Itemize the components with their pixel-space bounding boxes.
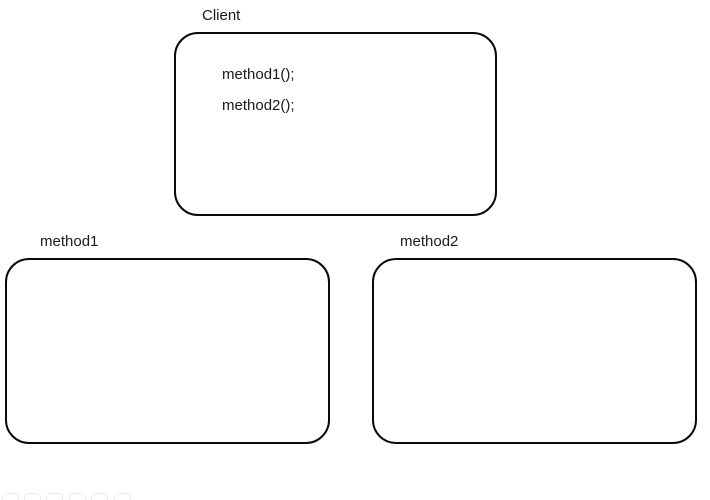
faint-shape-3: [46, 493, 63, 500]
faint-shape-6: [114, 493, 131, 500]
method1-label: method1: [40, 233, 99, 250]
client-box[interactable]: method1(); method2();: [174, 32, 497, 216]
code-line-method1-call: method1();: [222, 66, 295, 83]
bottom-faint-shape-strip: [0, 491, 710, 500]
client-label: Client: [202, 7, 241, 24]
faint-shape-5: [91, 493, 108, 500]
method2-label: method2: [400, 233, 459, 250]
method2-box[interactable]: [372, 258, 697, 444]
faint-shape-1: [2, 493, 19, 500]
code-line-method2-call: method2();: [222, 97, 295, 114]
faint-shape-4: [69, 493, 86, 500]
method1-box[interactable]: [5, 258, 330, 444]
faint-shape-2: [24, 493, 41, 500]
